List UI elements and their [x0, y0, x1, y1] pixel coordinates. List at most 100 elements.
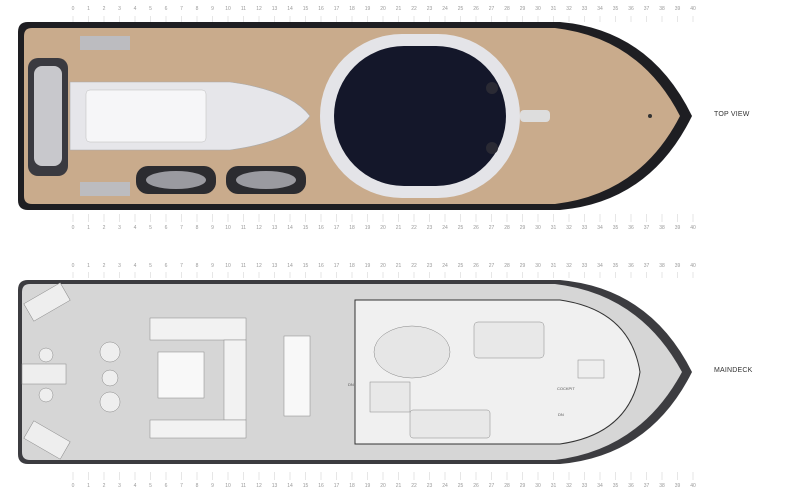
frame-label: 20 — [380, 483, 386, 489]
frame-label: 9 — [211, 263, 214, 269]
frame-label: 26 — [473, 6, 479, 12]
frame-label: 8 — [196, 483, 199, 489]
frame-label: 6 — [165, 483, 168, 489]
frame-label: 32 — [566, 6, 572, 12]
frame-label: 13 — [272, 263, 278, 269]
frame-label: 34 — [597, 225, 603, 231]
frame-label: 16 — [318, 483, 324, 489]
frame-label: 29 — [520, 483, 526, 489]
frame-label: 34 — [597, 6, 603, 12]
frame-label: 21 — [396, 483, 402, 489]
frame-label: 5 — [149, 225, 152, 231]
frame-label: 20 — [380, 263, 386, 269]
top-view-label: TOP VIEW — [714, 111, 750, 118]
frame-label: 15 — [303, 225, 309, 231]
frame-label: 20 — [380, 225, 386, 231]
frame-label: 9 — [211, 6, 214, 12]
frame-label: 36 — [628, 6, 634, 12]
frame-label: 30 — [535, 263, 541, 269]
frame-label: 23 — [427, 483, 433, 489]
frame-label: 7 — [180, 263, 183, 269]
frame-label: 36 — [628, 483, 634, 489]
frame-label: 29 — [520, 6, 526, 12]
frame-label: 37 — [644, 6, 650, 12]
frame-label: 11 — [241, 6, 246, 12]
frame-label: 35 — [613, 225, 619, 231]
frame-label: 2 — [103, 225, 106, 231]
frame-label: 1 — [87, 225, 90, 231]
roof — [334, 46, 506, 186]
frame-label: 3 — [118, 263, 121, 269]
frame-label: 7 — [180, 483, 183, 489]
frame-label: 27 — [489, 225, 495, 231]
frame-label: 1 — [87, 6, 90, 12]
frame-label: 28 — [504, 483, 510, 489]
aft-lounge — [85, 89, 207, 143]
frame-label: 36 — [628, 225, 634, 231]
frame-label: 14 — [287, 225, 293, 231]
frame-label: 7 — [180, 6, 183, 12]
frame-label: 38 — [659, 225, 665, 231]
frame-label: 3 — [118, 225, 121, 231]
frame-label: 17 — [334, 6, 340, 12]
frame-label: 17 — [334, 483, 340, 489]
maindeck-view-label: MAINDECK — [714, 367, 753, 374]
frame-label: 24 — [442, 225, 448, 231]
dining-table — [283, 335, 311, 417]
frame-label: 18 — [349, 225, 355, 231]
frame-label: 15 — [303, 6, 309, 12]
frame-label: 2 — [103, 263, 106, 269]
frame-label: 23 — [427, 225, 433, 231]
frame-label: 35 — [613, 6, 619, 12]
frame-label: 37 — [644, 483, 650, 489]
frame-label: 0 — [72, 225, 75, 231]
frame-label: 16 — [318, 6, 324, 12]
frame-label: 16 — [318, 263, 324, 269]
frame-label: 28 — [504, 6, 510, 12]
frame-label: 8 — [196, 263, 199, 269]
frame-label: 17 — [334, 263, 340, 269]
frame-label: 40 — [690, 6, 696, 12]
frame-label: 35 — [613, 483, 619, 489]
frame-label: 25 — [458, 483, 464, 489]
frame-label: 34 — [597, 263, 603, 269]
frame-label: 6 — [165, 6, 168, 12]
frame-label: 10 — [225, 225, 231, 231]
frame-label: 32 — [566, 483, 572, 489]
frame-label: 32 — [566, 225, 572, 231]
frame-label: 18 — [349, 483, 355, 489]
top-view: TOP VIEW — [18, 22, 750, 210]
frame-label: 15 — [303, 263, 309, 269]
frame-label: 38 — [659, 483, 665, 489]
frame-label: 39 — [675, 483, 681, 489]
frame-label: 3 — [118, 6, 121, 12]
frame-label: 2 — [103, 6, 106, 12]
frame-label: 39 — [675, 263, 681, 269]
frame-label: 9 — [211, 225, 214, 231]
sunpad-3 — [23, 420, 71, 460]
frame-label: 35 — [613, 263, 619, 269]
frame-label: 11 — [241, 263, 246, 269]
frame-label: 22 — [411, 483, 417, 489]
frame-label: 11 — [241, 483, 246, 489]
frame-label: 0 — [72, 263, 75, 269]
frame-label: 5 — [149, 483, 152, 489]
frame-label: 17 — [334, 225, 340, 231]
frame-label: 34 — [597, 483, 603, 489]
frame-label: 27 — [489, 483, 495, 489]
frame-label: 20 — [380, 6, 386, 12]
frame-label: 0 — [72, 483, 75, 489]
frame-label: 10 — [225, 6, 231, 12]
coffee-table — [157, 351, 205, 399]
frame-label: 40 — [690, 263, 696, 269]
frame-label: 16 — [318, 225, 324, 231]
frame-label: 5 — [149, 263, 152, 269]
frame-label: 6 — [165, 263, 168, 269]
frame-label: 13 — [272, 483, 278, 489]
frame-label: 22 — [411, 6, 417, 12]
frame-label: 38 — [659, 263, 665, 269]
frame-label: 23 — [427, 263, 433, 269]
frame-label: 37 — [644, 225, 650, 231]
frame-label: 40 — [690, 225, 696, 231]
